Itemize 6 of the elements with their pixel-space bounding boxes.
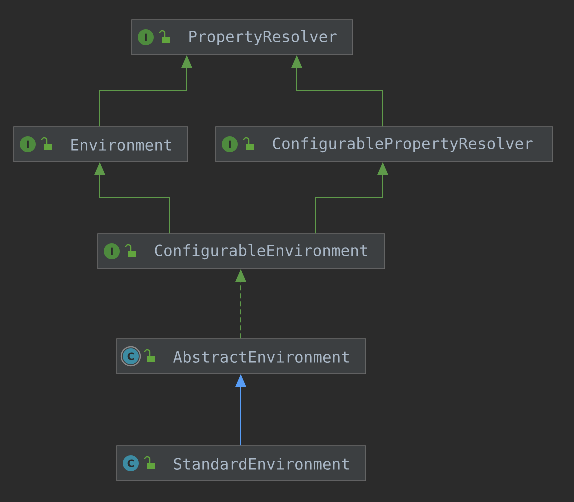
class-box: I ConfigurablePropertyResolver <box>216 126 554 162</box>
class-box: C StandardEnvironment <box>116 446 366 482</box>
class-box: I ConfigurableEnvironment <box>98 234 386 270</box>
class-box: C AbstractEnvironment <box>116 338 366 374</box>
class-box: I PropertyResolver <box>132 20 354 56</box>
class-box: I Environment <box>14 126 188 162</box>
